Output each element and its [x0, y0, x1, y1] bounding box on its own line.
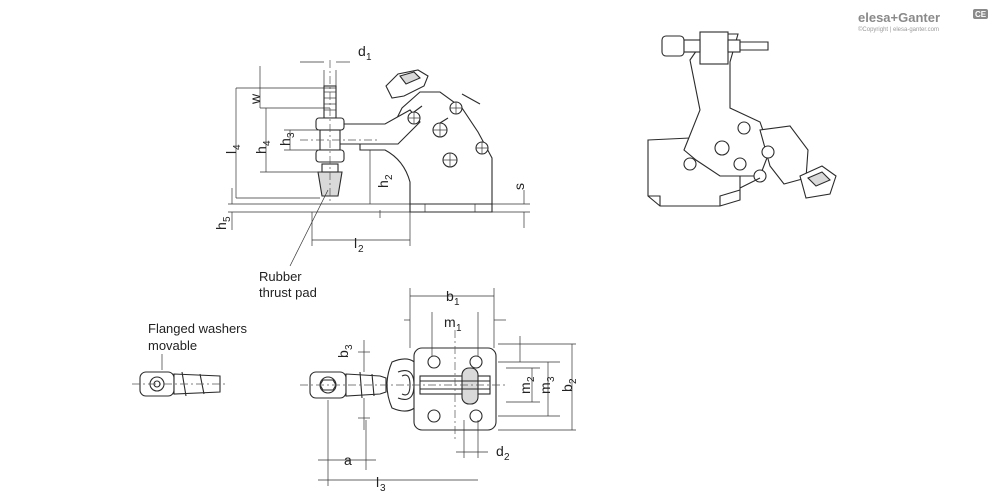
clamp-body: [359, 91, 493, 205]
svg-text:w: w: [247, 93, 263, 105]
svg-text:2: 2: [358, 244, 364, 255]
rubber-pad-label-line1: Rubber: [259, 269, 302, 284]
brand-logo: elesa+Ganter ©Copyright | elesa-ganter.c…: [858, 9, 988, 33]
svg-text:b: b: [559, 384, 575, 392]
svg-text:h: h: [277, 138, 293, 146]
ce-badge-label: CE: [975, 10, 987, 19]
svg-text:b: b: [446, 288, 454, 304]
dim-h4: h4: [253, 140, 273, 154]
svg-text:1: 1: [366, 52, 372, 63]
svg-text:1: 1: [456, 323, 462, 334]
iso-nut: [699, 31, 729, 65]
svg-text:l: l: [223, 151, 239, 154]
washers-label-line2: movable: [148, 338, 197, 353]
dim-s: s: [511, 183, 527, 190]
svg-text:d: d: [358, 43, 366, 59]
handle-pin: [461, 93, 481, 105]
dim-h2: h2: [375, 174, 395, 188]
svg-text:h: h: [253, 146, 269, 154]
washers-label-line1: Flanged washers: [148, 321, 247, 336]
svg-text:3: 3: [546, 376, 557, 382]
dim-m3: m3: [537, 376, 557, 394]
iso-rubber-pad: [661, 35, 685, 57]
svg-text:h: h: [213, 222, 229, 230]
svg-text:1: 1: [454, 297, 460, 308]
svg-text:l: l: [376, 474, 379, 490]
svg-text:5: 5: [222, 216, 233, 222]
dim-l4: l4: [223, 144, 243, 154]
brand-logo-text: elesa+Ganter: [858, 10, 940, 25]
svg-text:2: 2: [384, 174, 395, 180]
svg-text:m: m: [517, 382, 533, 394]
dim-m2: m2: [517, 376, 537, 394]
dim-h5: h5: [213, 216, 233, 230]
svg-text:l: l: [354, 235, 357, 251]
iso-spindle: [739, 41, 769, 51]
dim-b3: b3: [335, 344, 355, 358]
svg-text:m: m: [537, 382, 553, 394]
svg-text:3: 3: [286, 132, 297, 138]
svg-text:3: 3: [344, 344, 355, 350]
svg-text:3: 3: [380, 483, 386, 494]
top-slot: [461, 367, 479, 405]
base-plate: [409, 203, 493, 213]
svg-text:4: 4: [232, 144, 243, 150]
svg-text:2: 2: [526, 376, 537, 382]
rubber-pad-label-line2: thrust pad: [259, 285, 317, 300]
svg-text:s: s: [511, 183, 527, 190]
svg-text:2: 2: [568, 378, 579, 384]
svg-text:a: a: [344, 452, 352, 468]
svg-text:4: 4: [262, 140, 273, 146]
svg-text:d: d: [496, 443, 504, 459]
dim-b2: b2: [559, 378, 579, 392]
svg-text:m: m: [444, 314, 456, 330]
ce-badge: [973, 9, 988, 19]
rubber-pad-leader: [289, 189, 329, 267]
svg-text:b: b: [335, 350, 351, 358]
perspective-view: [647, 31, 837, 207]
dim-a: a: [344, 452, 352, 468]
svg-text:h: h: [375, 180, 391, 188]
svg-text:2: 2: [504, 452, 510, 463]
copyright-text: ©Copyright | elesa-ganter.com: [858, 26, 939, 33]
washer-detail: Flanged washers movable: [132, 321, 247, 397]
dim-h3: h3: [277, 132, 297, 146]
dim-w: w: [247, 93, 263, 105]
